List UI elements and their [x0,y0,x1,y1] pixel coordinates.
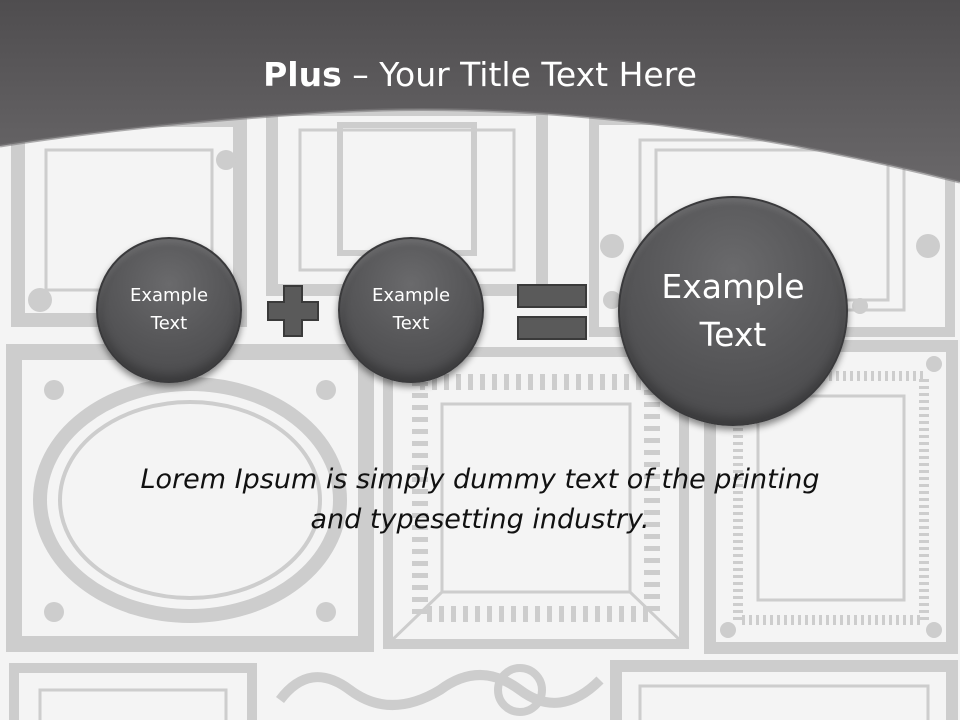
body-text: Lorem Ipsum is simply dummy text of the … [100,460,860,540]
example-circle-2: Example Text [338,237,484,383]
circle-2-line-1: Example [371,285,451,306]
circle-3-line-2: Text [699,315,767,354]
title-bold-part: Plus [263,55,342,94]
plus-sign-icon [267,285,319,337]
circle-1-line-2: Text [150,313,188,334]
circle-3-line-1: Example [661,267,805,306]
equals-sign-icon [517,284,587,340]
circle-1-line-1: Example [129,285,209,306]
circle-2-line-2: Text [392,313,430,334]
example-circle-result: Example Text [618,196,848,426]
slide-title: Plus – Your Title Text Here [0,52,960,98]
body-text-line-1: Lorem Ipsum is simply dummy text of the … [140,464,820,495]
title-rest-part: – Your Title Text Here [341,55,697,94]
example-circle-1: Example Text [96,237,242,383]
body-text-line-2: and typesetting industry. [310,504,650,535]
